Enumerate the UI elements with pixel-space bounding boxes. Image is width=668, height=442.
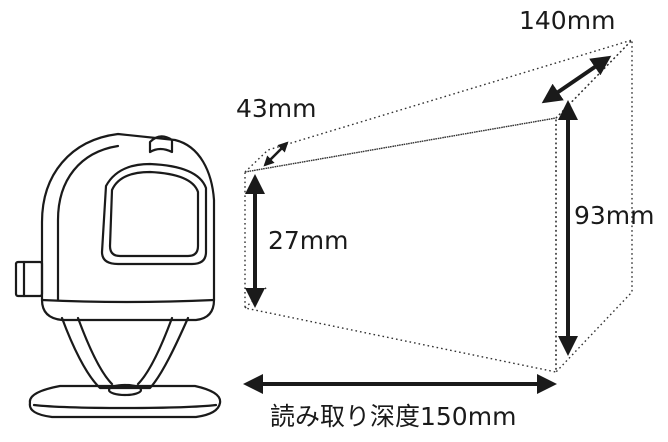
arrow-width-far xyxy=(541,55,612,104)
scanner-base xyxy=(28,384,222,419)
scanner-side-port xyxy=(14,260,44,298)
label-depth: 読み取り深度150mm xyxy=(270,402,517,431)
barcode-scanner-icon xyxy=(14,132,222,419)
label-height-far: 93mm xyxy=(574,201,655,230)
scanner-stand xyxy=(60,316,190,390)
label-width-far: 140mm xyxy=(519,6,616,35)
scanner-head xyxy=(40,132,216,322)
scanner-window xyxy=(108,170,200,258)
range-top-face xyxy=(242,39,633,174)
scanner-top-button xyxy=(148,135,174,154)
label-height-near: 27mm xyxy=(268,226,349,255)
arrow-width-near xyxy=(263,141,289,167)
label-width-near: 43mm xyxy=(236,94,317,123)
